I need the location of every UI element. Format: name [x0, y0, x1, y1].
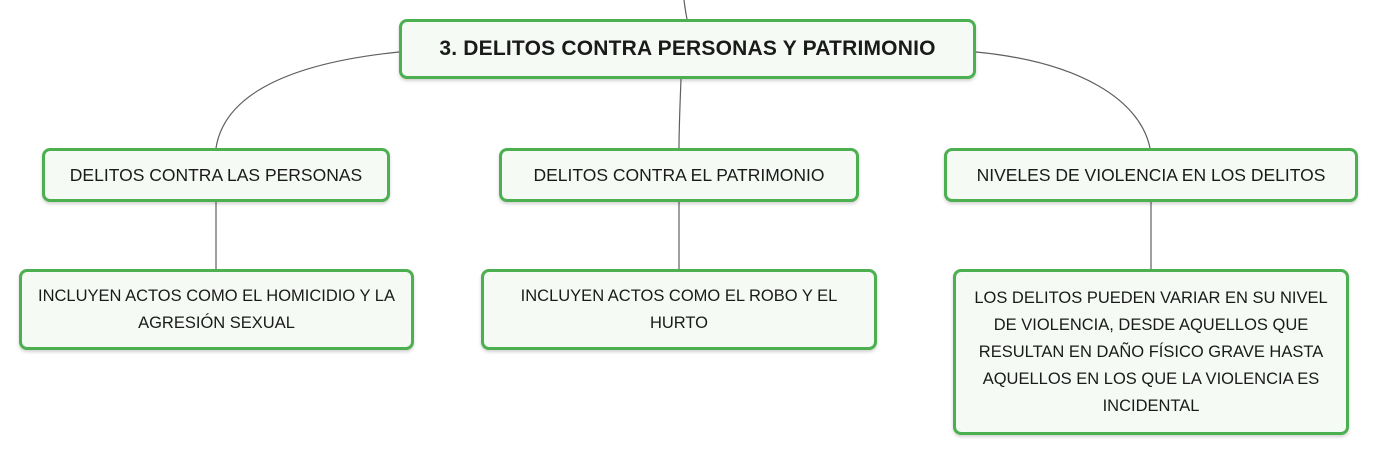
subtopic-label: LOS DELITOS PUEDEN VARIAR EN SU NIVEL DE… — [974, 288, 1328, 415]
topic-node-delitos-patrimonio[interactable]: DELITOS CONTRA EL PATRIMONIO — [499, 148, 859, 202]
connector-incoming-root — [683, 0, 688, 20]
connector-root-to-personas — [215, 51, 400, 149]
topic-label: DELITOS CONTRA EL PATRIMONIO — [533, 164, 825, 185]
subtopic-label: INCLUYEN ACTOS COMO EL ROBO Y EL HURTO — [520, 286, 838, 332]
topic-node-delitos-personas[interactable]: DELITOS CONTRA LAS PERSONAS — [42, 148, 390, 202]
subtopic-node-violencia[interactable]: LOS DELITOS PUEDEN VARIAR EN SU NIVEL DE… — [953, 269, 1349, 435]
subtopic-label: INCLUYEN ACTOS COMO EL HOMICIDIO Y LA AG… — [38, 286, 395, 332]
topic-label: DELITOS CONTRA LAS PERSONAS — [69, 164, 363, 185]
root-topic-node[interactable]: 3. DELITOS CONTRA PERSONAS Y PATRIMONIO — [399, 19, 976, 79]
subtopic-node-homicidio[interactable]: INCLUYEN ACTOS COMO EL HOMICIDIO Y LA AG… — [19, 269, 414, 350]
topic-label: NIVELES DE VIOLENCIA EN LOS DELITOS — [976, 164, 1326, 185]
topic-node-niveles-violencia[interactable]: NIVELES DE VIOLENCIA EN LOS DELITOS — [944, 148, 1358, 202]
subtopic-node-robo[interactable]: INCLUYEN ACTOS COMO EL ROBO Y EL HURTO — [481, 269, 877, 350]
connector-root-to-patrimonio — [678, 78, 682, 149]
connector-root-to-niveles — [975, 51, 1151, 149]
root-topic-label: 3. DELITOS CONTRA PERSONAS Y PATRIMONIO — [439, 37, 936, 60]
